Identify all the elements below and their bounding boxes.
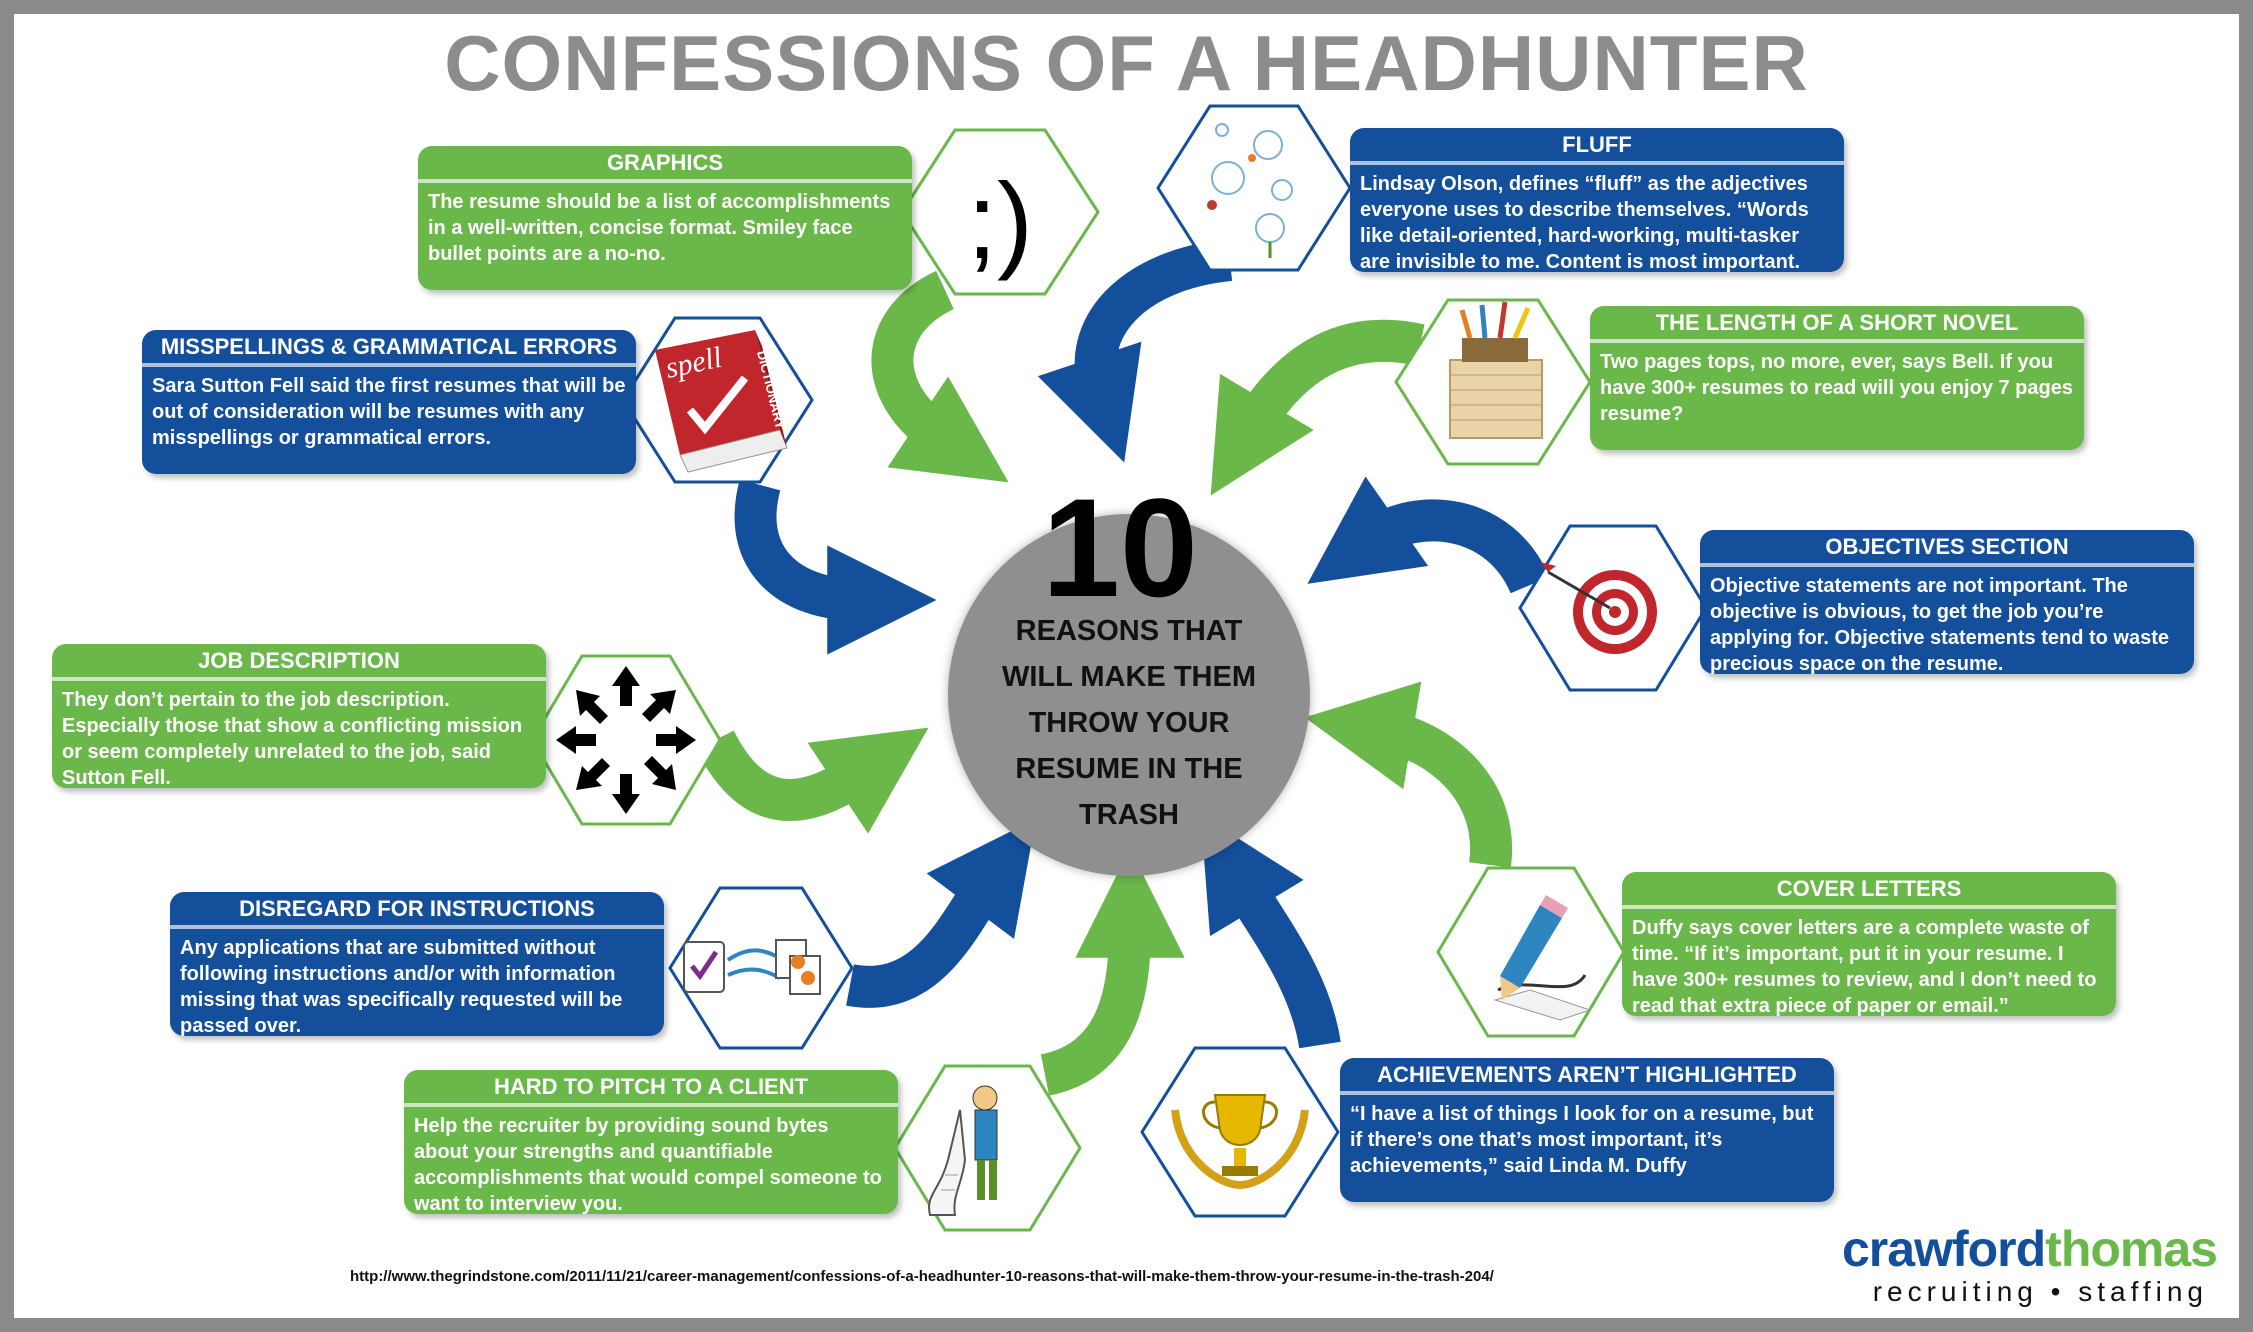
smiley-icon: ;)	[967, 160, 1033, 281]
logo-part2: thomas	[2045, 1221, 2218, 1277]
card-cover: COVER LETTERS Duffy says cover letters a…	[1622, 872, 2116, 1017]
card-job-title: JOB DESCRIPTION	[52, 644, 546, 681]
center-circle	[948, 514, 1310, 876]
arrow-job	[696, 727, 929, 834]
center-line-4: RESUME IN THE	[1015, 753, 1243, 785]
center-line-5: TRASH	[1079, 799, 1179, 831]
card-achievements-title: ACHIEVEMENTS AREN’T HIGHLIGHTED	[1340, 1058, 1834, 1095]
arrow-objectives	[1307, 476, 1550, 595]
center-line-1: REASONS THAT	[1015, 615, 1243, 647]
logo-wordmark: crawfordthomas	[1842, 1221, 2218, 1277]
card-pitch-title: HARD TO PITCH TO A CLIENT	[404, 1070, 898, 1107]
card-misspellings-text: Sara Sutton Fell said the first resumes …	[152, 375, 626, 449]
card-instructions-title: DISREGARD FOR INSTRUCTIONS	[170, 892, 664, 929]
hex-fluff	[1156, 104, 1352, 272]
card-achievements-text: “I have a list of things I look for on a…	[1350, 1103, 1814, 1177]
card-length-text: Two pages tops, no more, ever, says Bell…	[1600, 351, 2073, 425]
card-cover-text: Duffy says cover letters are a complete …	[1632, 917, 2097, 1017]
card-graphics-title: GRAPHICS	[418, 146, 912, 183]
card-objectives-text: Objective statements are not important. …	[1710, 575, 2169, 675]
company-logo: crawfordthomas recruiting • staffing	[1842, 1221, 2218, 1308]
directional-arrows-icon	[556, 666, 696, 814]
dictionary-book-icon: spell DICTIONARY	[655, 330, 788, 473]
card-instructions-text: Any applications that are submitted with…	[180, 937, 623, 1037]
arrow-misspellings	[734, 479, 937, 655]
arrow-instructions	[846, 818, 1036, 1008]
logo-part1: crawford	[1842, 1221, 2046, 1277]
card-length-title: THE LENGTH OF A SHORT NOVEL	[1590, 306, 2084, 343]
card-objectives-title: OBJECTIVES SECTION	[1700, 530, 2194, 567]
card-fluff-title: FLUFF	[1350, 128, 1844, 165]
card-fluff-text: Lindsay Olson, defines “fluff” as the ad…	[1360, 173, 1809, 273]
center-line-2: WILL MAKE THEM	[1002, 661, 1256, 693]
source-url: http://www.thegrindstone.com/2011/11/21/…	[350, 1268, 1494, 1285]
logo-tagline: recruiting • staffing	[1872, 1276, 2208, 1307]
page-title: CONFESSIONS OF A HEADHUNTER	[444, 19, 1809, 107]
card-job-text: They don’t pertain to the job descriptio…	[62, 689, 523, 789]
paper-stack-icon	[1449, 301, 1543, 439]
card-job: JOB DESCRIPTION They don’t pertain to th…	[52, 644, 546, 789]
card-instructions: DISREGARD FOR INSTRUCTIONS Any applicati…	[170, 892, 664, 1037]
center-text: REASONS THAT WILL MAKE THEM THROW YOUR R…	[978, 608, 1280, 838]
card-cover-title: COVER LETTERS	[1622, 872, 2116, 909]
arrow-pitch	[1039, 848, 1185, 1096]
target-icon	[1540, 562, 1657, 654]
card-graphics-text: The resume should be a list of accomplis…	[428, 191, 891, 265]
arrow-graphics	[871, 270, 1009, 483]
card-pitch: HARD TO PITCH TO A CLIENT Help the recru…	[404, 1070, 898, 1215]
trophy-icon	[1171, 1094, 1309, 1189]
arrow-achievements	[1200, 814, 1341, 1049]
card-misspellings-title: MISSPELLINGS & GRAMMATICAL ERRORS	[142, 330, 636, 367]
card-pitch-text: Help the recruiter by providing sound by…	[414, 1115, 882, 1215]
hex-instructions	[668, 886, 854, 1050]
pencil-icon	[1493, 895, 1592, 1021]
card-objectives: OBJECTIVES SECTION Objective statements …	[1700, 530, 2194, 675]
card-misspellings: MISSPELLINGS & GRAMMATICAL ERRORS Sara S…	[142, 330, 636, 474]
card-achievements: ACHIEVEMENTS AREN’T HIGHLIGHTED “I have …	[1340, 1058, 1834, 1202]
center-line-3: THROW YOUR	[1028, 707, 1230, 739]
card-fluff: FLUFF Lindsay Olson, defines “fluff” as …	[1350, 128, 1844, 273]
card-length: THE LENGTH OF A SHORT NOVEL Two pages to…	[1590, 306, 2084, 450]
reading-man-icon	[928, 1085, 998, 1216]
clipboards-icon	[683, 939, 821, 995]
arrow-length	[1210, 319, 1425, 496]
center-number: 10	[1042, 469, 1198, 626]
arrow-fluff	[1037, 239, 1233, 463]
card-graphics: GRAPHICS The resume should be a list of …	[418, 146, 912, 290]
dandelion-icon	[1207, 123, 1293, 258]
arrow-cover	[1304, 681, 1513, 868]
